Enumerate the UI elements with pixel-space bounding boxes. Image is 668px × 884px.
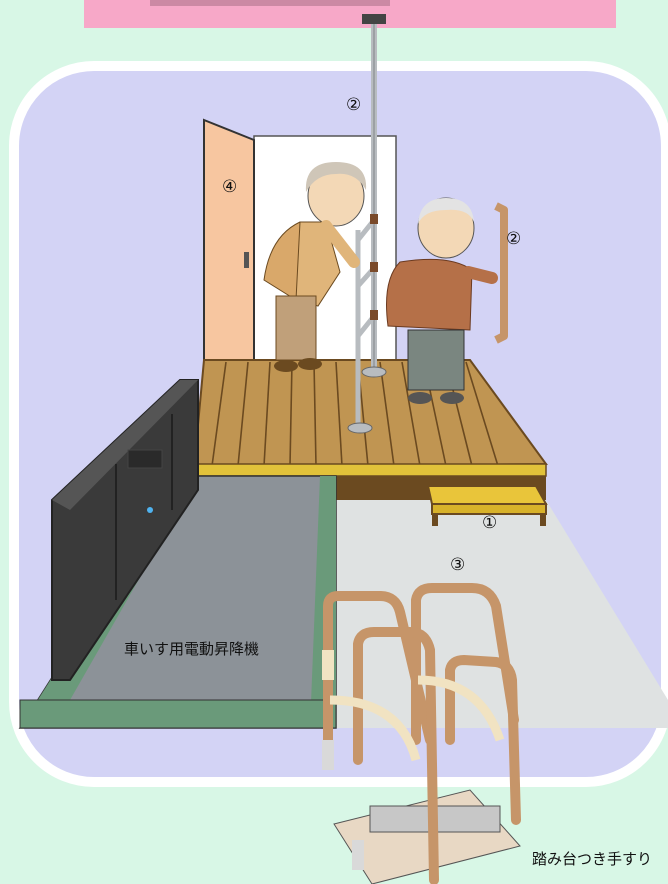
label-step-handrail: 踏み台つき手すり [532,850,652,868]
label-wall-handrail: ② [506,229,521,249]
label-pole-handrail: ② [346,95,361,115]
label-step-platform: ① [482,513,497,533]
label-wheelchair-lift: 車いす用電動昇降機 [124,640,259,658]
label-ramp-slope: ③ [450,555,465,575]
label-entry-door: ④ [222,177,237,197]
